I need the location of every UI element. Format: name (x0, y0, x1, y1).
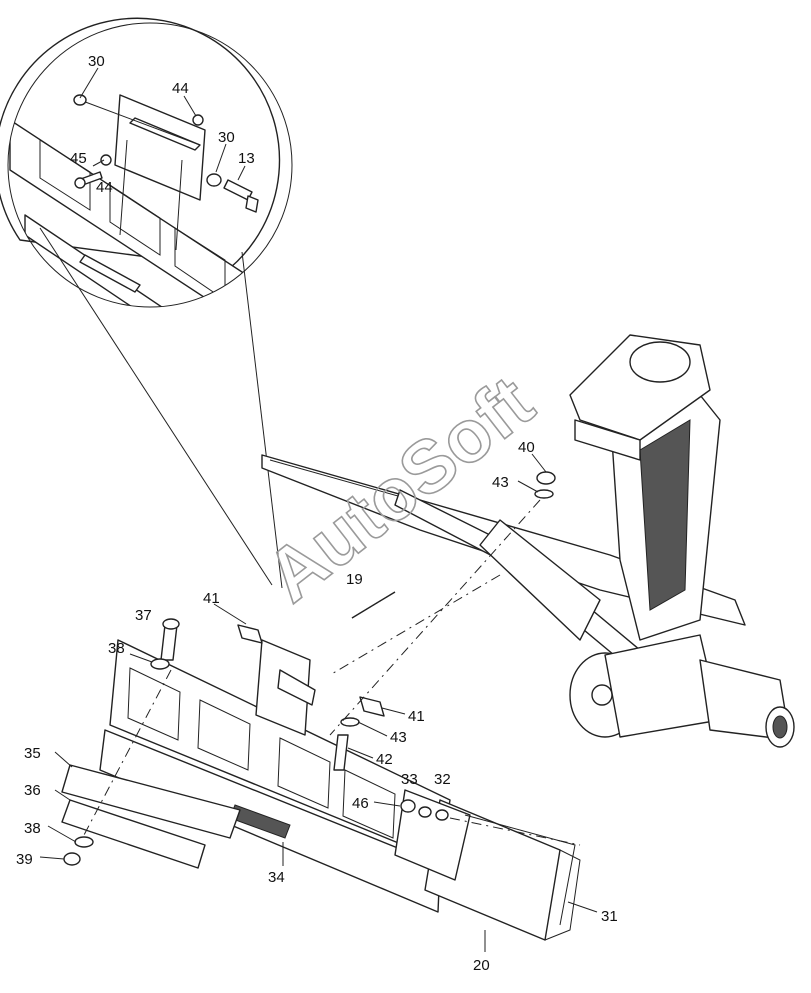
callout-43: 43 (390, 729, 407, 746)
callout-36: 36 (24, 782, 41, 799)
callout-30: 30 (218, 129, 235, 146)
callout-41: 41 (408, 708, 425, 725)
spring-19 (351, 591, 396, 619)
callout-38: 38 (108, 640, 125, 657)
projection-line-left (39, 227, 273, 586)
callout-43: 43 (492, 474, 509, 491)
callout-41: 41 (203, 590, 220, 607)
nut-46 (400, 799, 416, 813)
block-41b (359, 696, 385, 717)
plate-35 (61, 764, 241, 839)
callout-44: 44 (96, 179, 113, 196)
callout-33: 33 (401, 771, 418, 788)
callout-40: 40 (518, 439, 535, 456)
plate-36 (61, 799, 206, 869)
nut-40 (536, 471, 556, 485)
bolt-37 (160, 624, 178, 661)
callout-30: 30 (88, 53, 105, 70)
callout-38: 38 (24, 820, 41, 837)
fasteners (63, 471, 556, 866)
washer-32 (435, 809, 449, 821)
callout-31: 31 (601, 908, 618, 925)
callout-46: 46 (352, 795, 369, 812)
washer-38b (74, 836, 94, 848)
leader-lines (39, 67, 598, 952)
block-41a (237, 624, 263, 644)
washer-38a (150, 658, 170, 670)
callout-45: 45 (70, 150, 87, 167)
callout-37: 37 (135, 607, 152, 624)
washer-43a (534, 489, 554, 499)
axle-assembly (261, 334, 795, 748)
callout-32: 32 (434, 771, 451, 788)
callout-42: 42 (376, 751, 393, 768)
callout-34: 34 (268, 869, 285, 886)
nut-39 (63, 852, 81, 866)
callout-13: 13 (238, 150, 255, 167)
wire-bracket-31 (464, 814, 576, 926)
bolt-42 (333, 734, 349, 771)
callout-labels: 30 44 30 13 45 44 40 43 19 41 37 38 41 4… (16, 53, 618, 974)
mesh-filter (394, 789, 581, 941)
mounting-frame (99, 639, 451, 913)
callout-44: 44 (172, 80, 189, 97)
callout-20: 20 (473, 957, 490, 974)
callout-19: 19 (346, 571, 363, 588)
callout-39: 39 (16, 851, 33, 868)
nut-33 (418, 806, 432, 818)
projection-line-right (241, 251, 283, 589)
assembly-lines (83, 499, 581, 846)
callout-35: 35 (24, 745, 41, 762)
